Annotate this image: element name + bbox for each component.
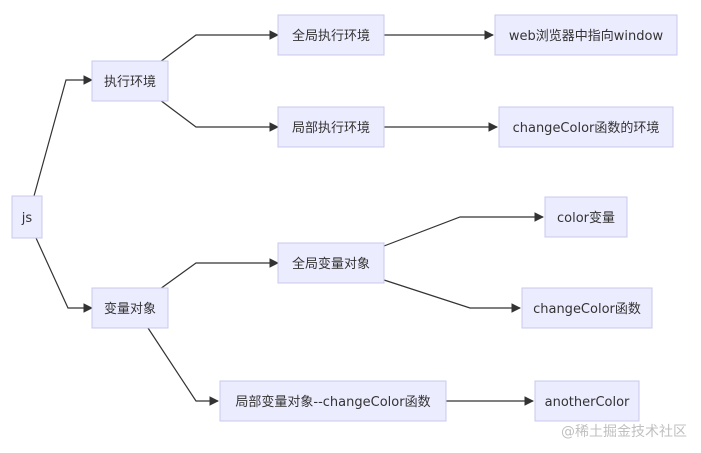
edge-var-obj-to-local-var-obj (147, 327, 219, 406)
node-js-label: js (21, 211, 33, 226)
node-color-var-label: color变量 (557, 210, 615, 226)
edge-exec-env-to-local-exec-env (159, 99, 279, 132)
node-exec-env-label: 执行环境 (104, 75, 156, 90)
node-global-var-obj[interactable]: 全局变量对象 (277, 242, 385, 284)
node-another-color[interactable]: anotherColor (534, 380, 640, 422)
node-color-var[interactable]: color变量 (544, 196, 628, 238)
node-local-exec-env-label: 局部执行环境 (292, 121, 370, 136)
watermark: @稀土掘金技术社区 (561, 424, 687, 440)
node-exec-env[interactable]: 执行环境 (91, 60, 169, 102)
node-global-exec-env[interactable]: 全局执行环境 (277, 14, 385, 56)
node-change-color-env[interactable]: changeColor函数的环境 (498, 106, 674, 148)
node-js[interactable]: js (11, 195, 43, 239)
node-web-browser-window-label: web浏览器中指向window (509, 28, 664, 44)
edge-js-to-var-obj (35, 237, 93, 313)
node-global-exec-env-label: 全局执行环境 (292, 28, 370, 44)
node-var-obj-label: 变量对象 (104, 301, 156, 317)
node-change-color-env-label: changeColor函数的环境 (513, 120, 660, 136)
node-var-obj[interactable]: 变量对象 (91, 287, 169, 329)
node-local-var-obj[interactable]: 局部变量对象--changeColor函数 (219, 380, 447, 422)
edge-var-obj-to-global-var-obj (159, 258, 279, 290)
node-global-var-obj-label: 全局变量对象 (292, 256, 370, 272)
node-change-color-func[interactable]: changeColor函数 (521, 287, 653, 329)
edge-js-to-exec-env (33, 75, 93, 197)
node-another-color-label: anotherColor (545, 395, 630, 410)
edge-global-var-obj-to-color-var (383, 212, 544, 247)
edge-exec-env-to-global-exec-env (159, 30, 279, 63)
node-local-var-obj-label: 局部变量对象--changeColor函数 (235, 394, 430, 410)
edge-global-var-obj-to-change-color-func (383, 279, 521, 313)
node-local-exec-env[interactable]: 局部执行环境 (277, 106, 385, 148)
node-change-color-func-label: changeColor函数 (533, 302, 641, 317)
node-web-browser-window[interactable]: web浏览器中指向window (494, 14, 678, 56)
